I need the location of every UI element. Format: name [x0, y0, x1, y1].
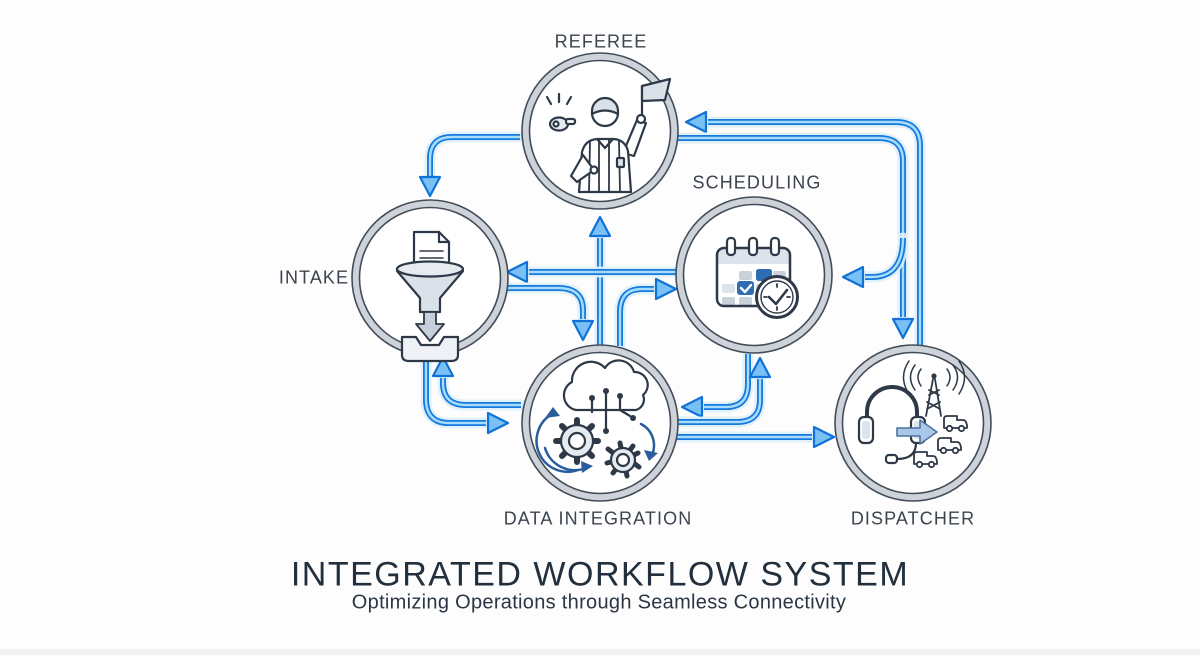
radio-tower	[902, 360, 966, 417]
arrow-scheduling-to-intake	[505, 260, 688, 284]
arrow-referee-to-scheduling-branch	[841, 232, 909, 289]
scheduling-node-circle	[675, 196, 833, 354]
arrow-intake-to-data-integration-upper	[499, 282, 595, 342]
arrow-data-integration-to-dispatcher	[671, 425, 836, 449]
dispatch-arrow	[896, 419, 938, 445]
bottom-strip	[0, 649, 1200, 655]
diagram-title: INTEGRATED WORKFLOW SYSTEM	[290, 555, 910, 594]
intake-icon	[395, 230, 465, 363]
arrow-dispatcher-to-referee	[684, 110, 926, 352]
scheduling-label: SCHEDULING	[692, 172, 822, 193]
connection-arrows	[418, 110, 926, 449]
arrow-intake-to-data-integration-lower	[420, 349, 510, 435]
arrow-data-integration-to-referee	[588, 215, 612, 351]
referee-icon	[545, 77, 672, 194]
trucks	[913, 415, 968, 469]
data-integration-icon	[535, 359, 658, 479]
scheduling-icon	[715, 236, 799, 319]
referee-node-circle	[521, 52, 679, 210]
intake-label: INTAKE	[278, 267, 350, 288]
data-integration-label: DATA INTEGRATION	[503, 508, 693, 529]
arrow-data-integration-to-intake	[431, 355, 527, 411]
gear-large	[553, 417, 601, 465]
diagram-subtitle: Optimizing Operations through Seamless C…	[351, 591, 847, 614]
arrow-scheduling-to-data-integration	[680, 348, 754, 419]
gear-small	[604, 440, 642, 479]
referee-label: REFEREE	[554, 31, 648, 52]
arrow-data-integration-to-scheduling-left	[614, 277, 678, 352]
dispatcher-icon	[857, 360, 968, 469]
dispatcher-label: DISPATCHER	[850, 508, 976, 529]
arrow-referee-to-intake	[418, 131, 526, 198]
arrow-referee-to-dispatcher	[672, 132, 915, 340]
arrow-data-integration-to-scheduling-right	[671, 356, 772, 428]
